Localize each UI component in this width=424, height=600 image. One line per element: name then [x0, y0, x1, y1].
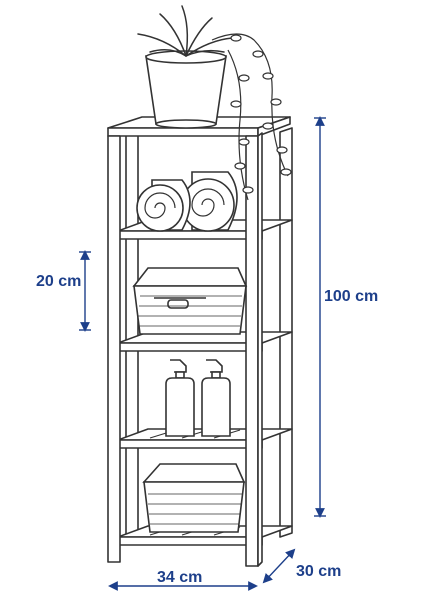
front-right-post [245, 135, 259, 567]
pump-bottles [165, 359, 231, 437]
depth-label: 30 cm [296, 563, 342, 580]
plant-leaves [137, 5, 233, 57]
plant-pot [145, 50, 227, 129]
height-label: 100 cm [324, 288, 379, 305]
height-dimension-line [314, 116, 326, 518]
rolled-towels [136, 171, 238, 232]
width-label: 34 cm [157, 569, 203, 586]
back-left-post [125, 127, 139, 538]
depth-dimension-line [262, 548, 296, 584]
trailing-vine [211, 33, 292, 201]
wicker-basket-middle [132, 267, 248, 335]
shelf-spacing-dimension-line [79, 250, 91, 332]
front-left-post [107, 135, 121, 563]
shelf-spacing-label: 20 cm [36, 273, 82, 290]
wicker-basket-bottom [142, 463, 246, 533]
